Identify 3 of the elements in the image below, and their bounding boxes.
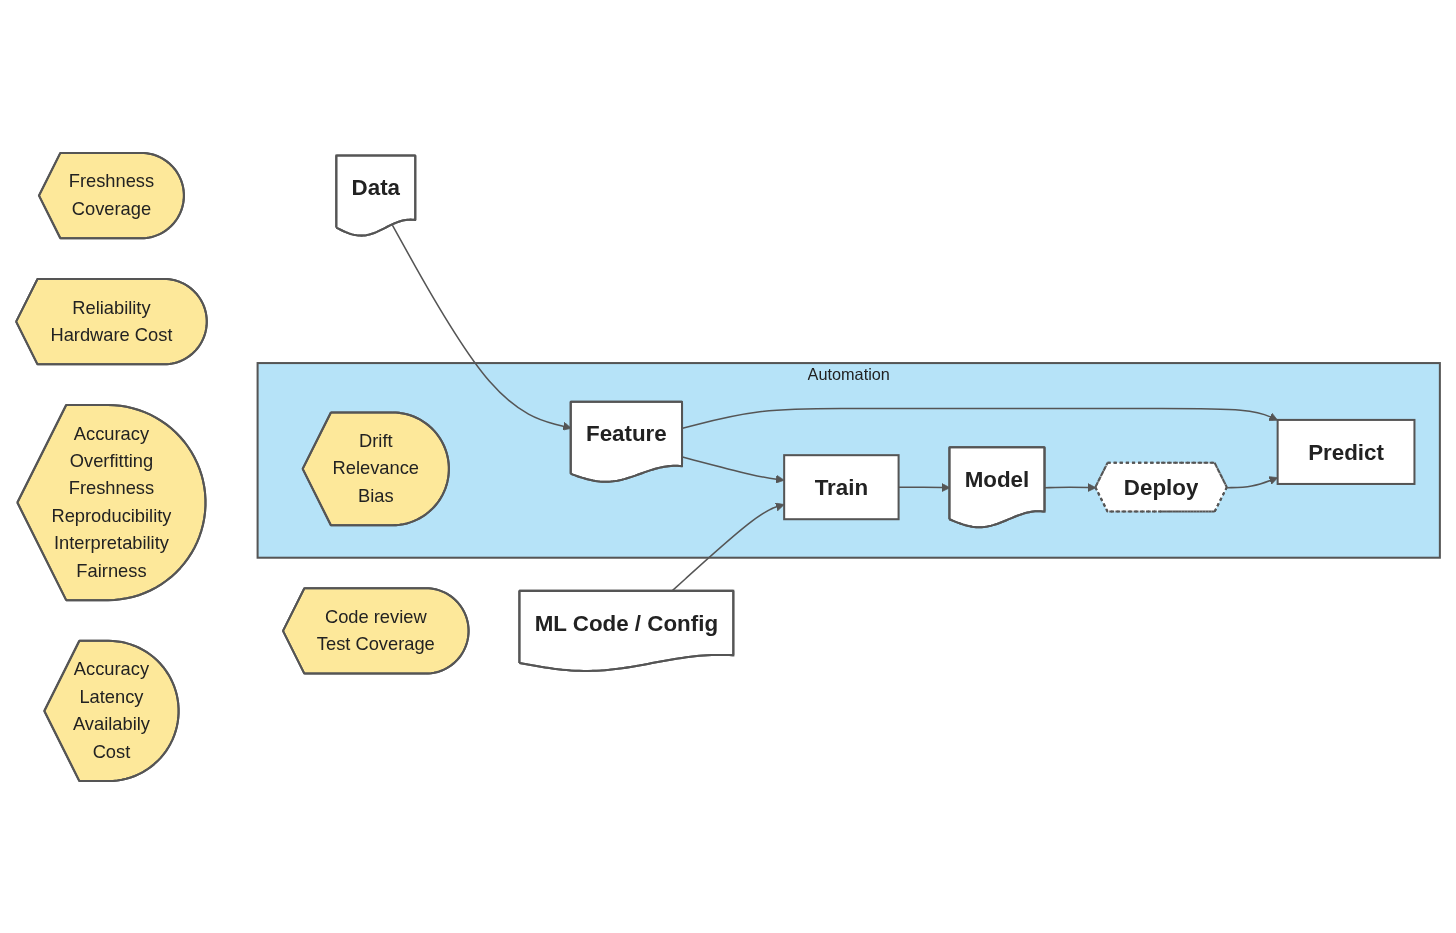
arrow bbox=[1044, 482, 1097, 492]
node-box: Train bbox=[783, 453, 900, 520]
node-box: Predict bbox=[1276, 418, 1416, 485]
